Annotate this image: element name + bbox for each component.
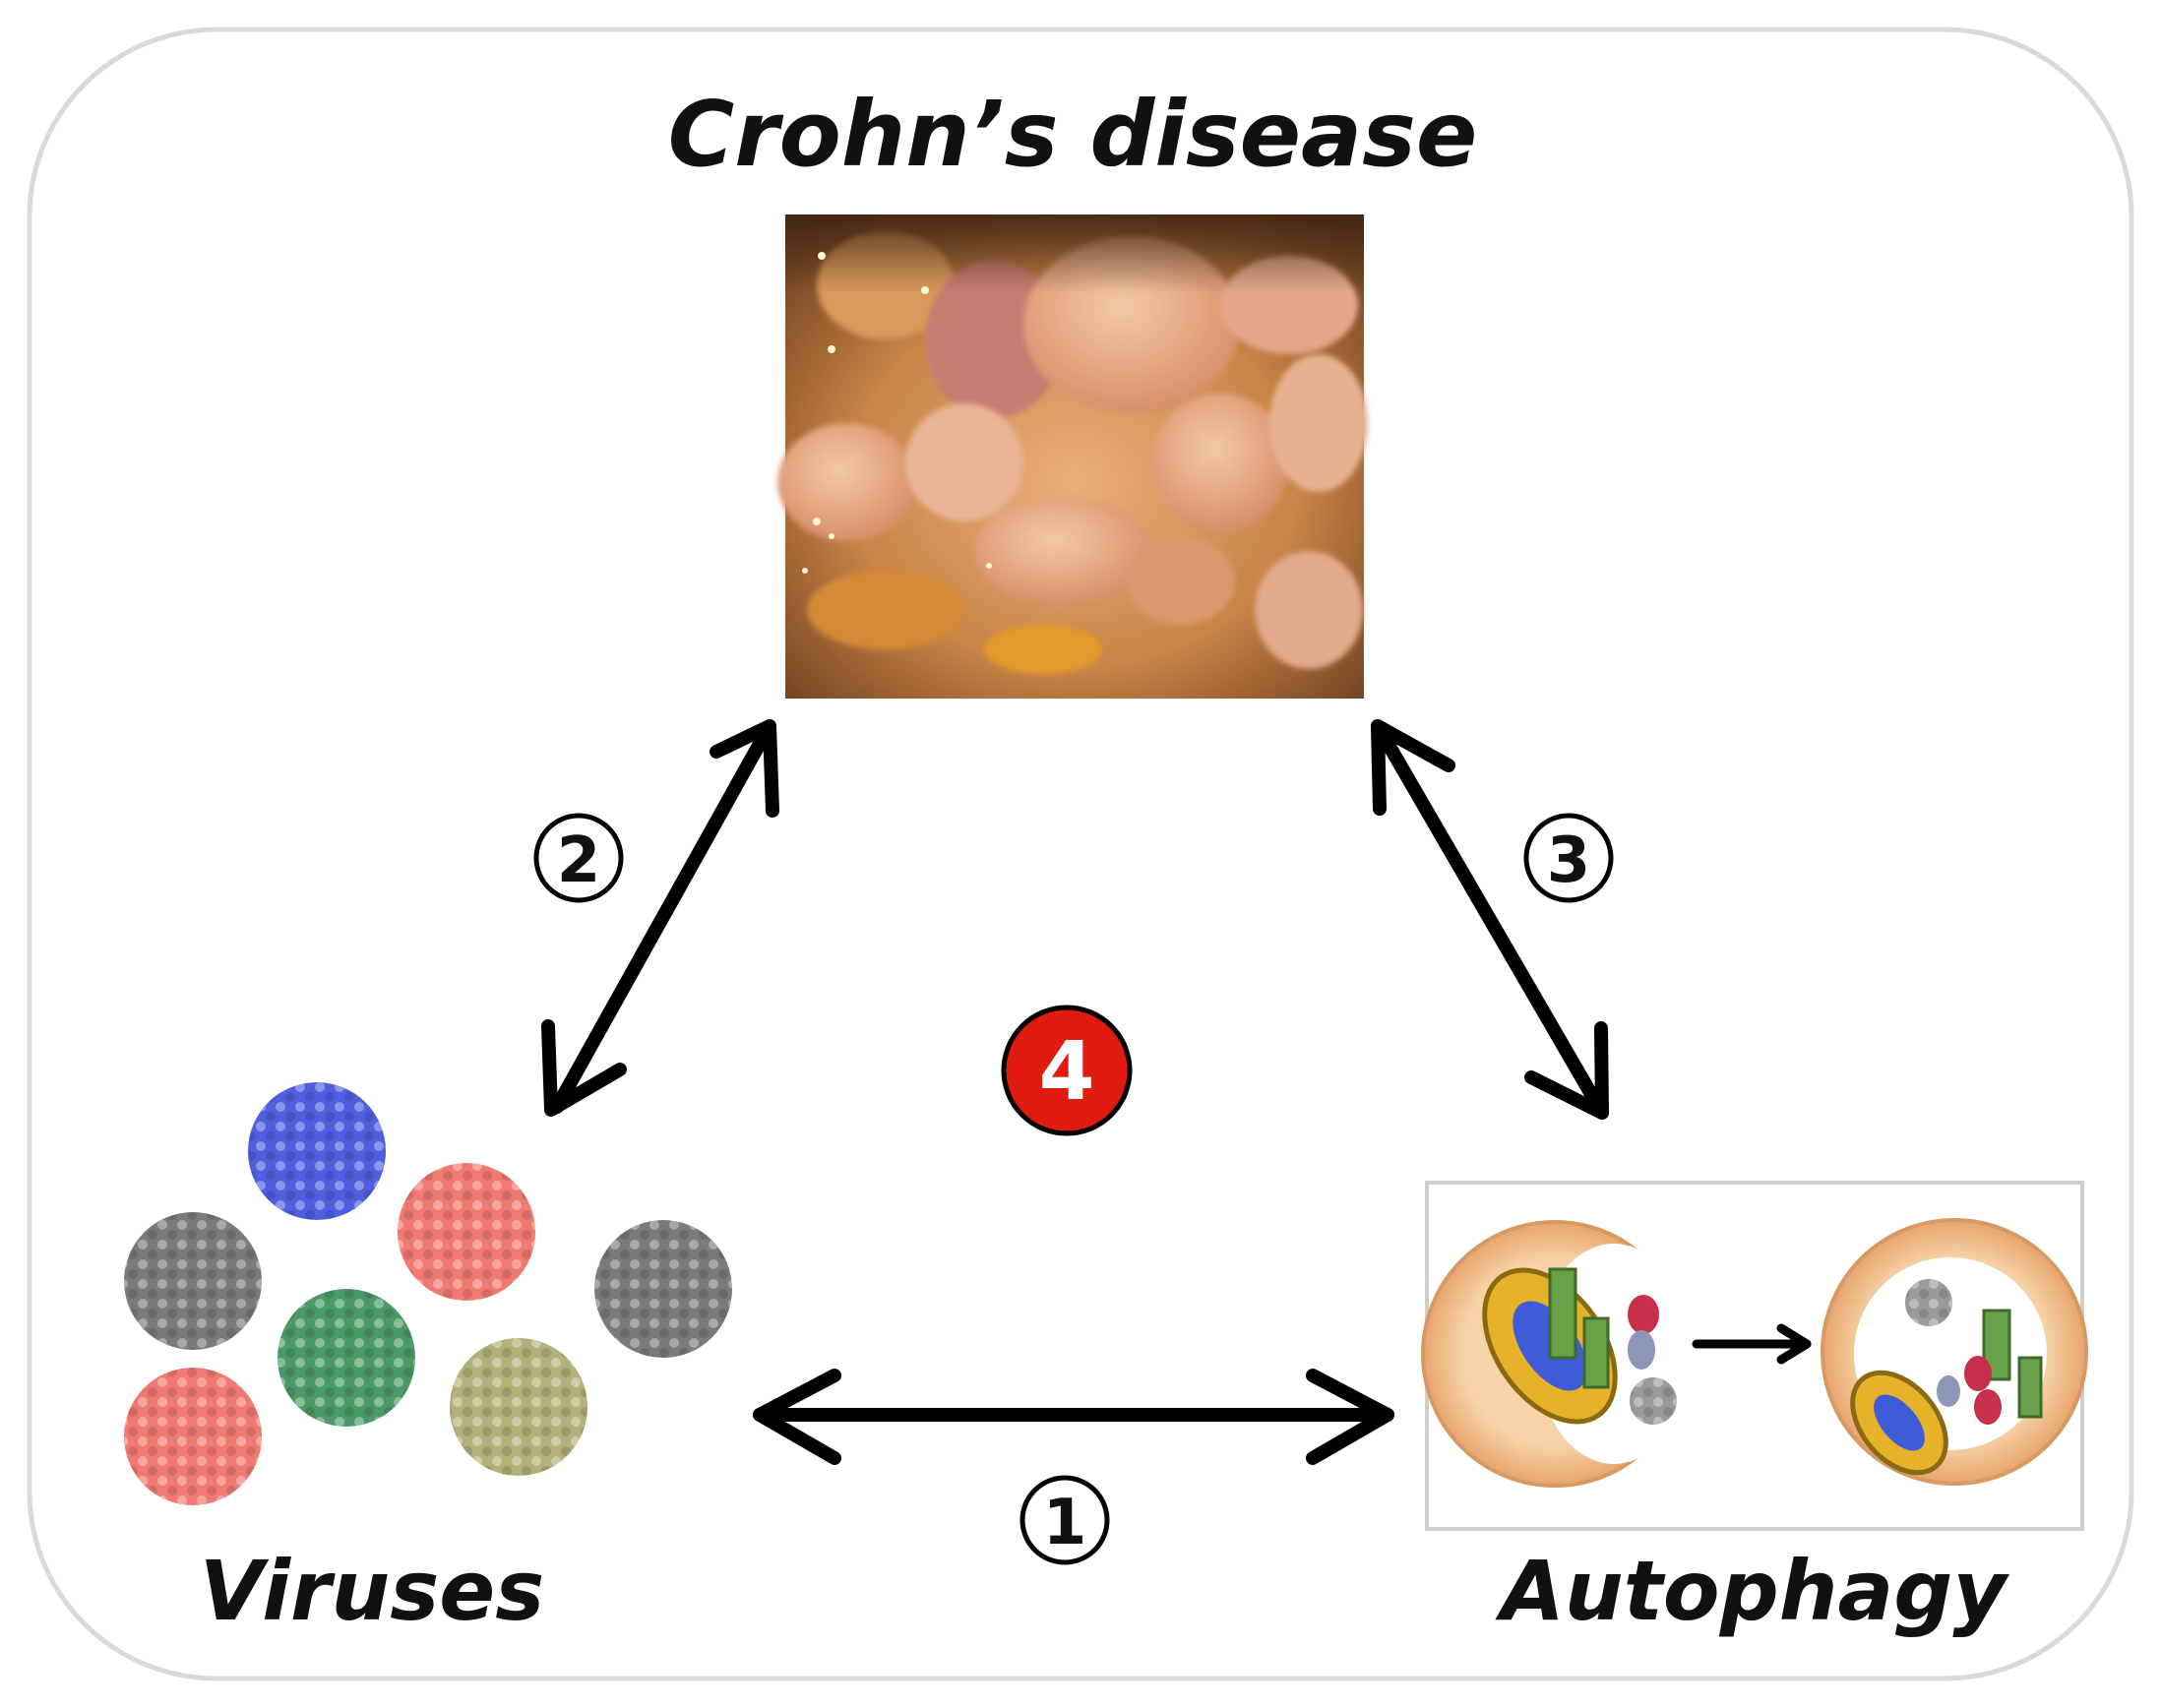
arrow-viruses-crohns xyxy=(541,719,779,1117)
step-4-badge: 4 xyxy=(1001,1005,1133,1136)
arrow-viruses-autophagy xyxy=(753,1369,1394,1465)
step-2-badge: 2 xyxy=(533,813,624,903)
virus-particle-icon xyxy=(248,1082,386,1220)
step-4-label: 4 xyxy=(1038,1025,1094,1119)
virus-particle-icon xyxy=(450,1338,587,1476)
virus-cluster xyxy=(124,1082,732,1505)
step-2-label: 2 xyxy=(557,824,601,897)
virus-particle-icon xyxy=(594,1220,732,1358)
virus-particle-icon xyxy=(124,1212,262,1350)
virus-particle-icon xyxy=(278,1289,415,1427)
autophagy-cell-icon xyxy=(1421,1181,2088,1531)
step-3-label: 3 xyxy=(1547,824,1591,897)
step-1-badge: 1 xyxy=(1019,1475,1110,1565)
crohns-endoscopy-image xyxy=(777,214,1368,699)
viruses-label: Viruses xyxy=(200,1543,545,1639)
virus-particle-icon xyxy=(124,1368,262,1505)
crohns-disease-label: Crohn’s disease xyxy=(668,82,1478,187)
arrow-crohns-autophagy xyxy=(1371,719,1609,1120)
autophagy-label: Autophagy xyxy=(1495,1543,2009,1639)
virus-particle-icon xyxy=(398,1163,535,1301)
step-3-badge: 3 xyxy=(1523,813,1614,903)
step-1-label: 1 xyxy=(1043,1487,1087,1559)
